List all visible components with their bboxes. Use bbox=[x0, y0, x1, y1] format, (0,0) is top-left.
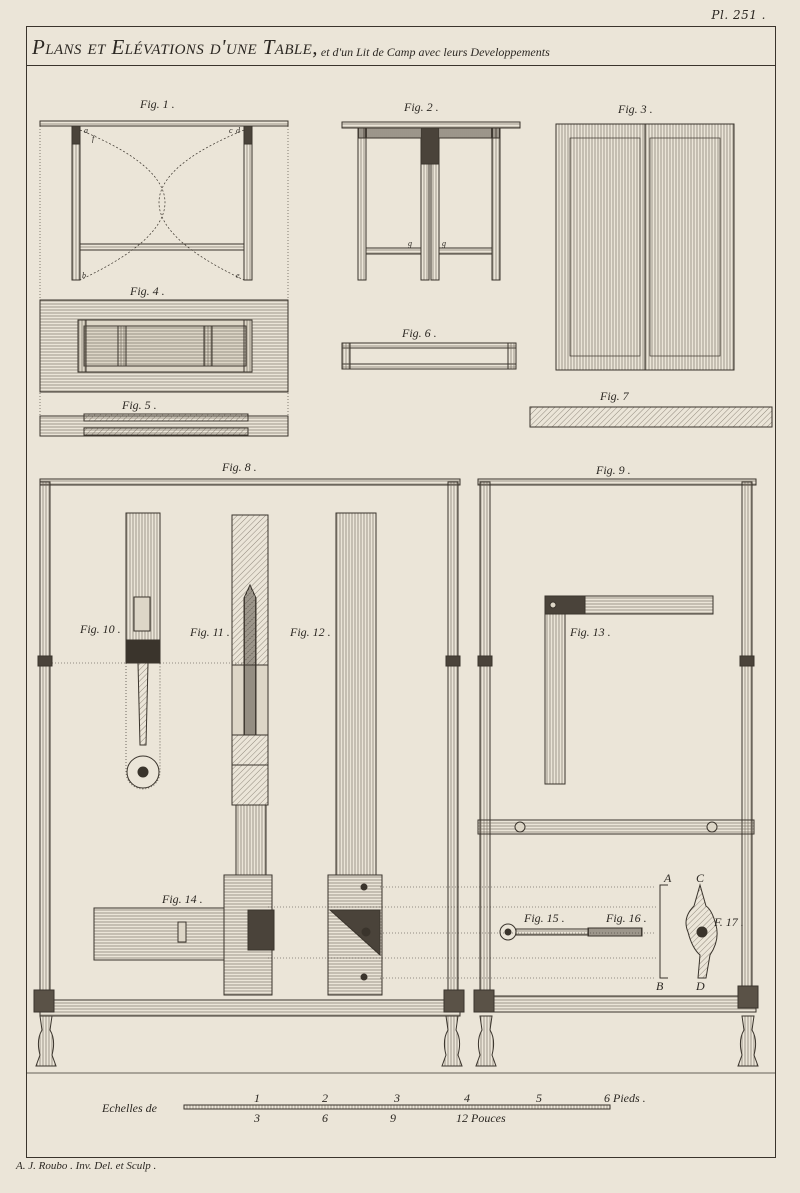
title-main: Plans et Elévations d'une Table, bbox=[32, 35, 318, 59]
plate-number: Pl. 251 . bbox=[711, 8, 766, 22]
fig-17-label: F. 17 . bbox=[713, 915, 744, 929]
fig-2-table-side bbox=[341, 121, 521, 281]
letter-A: A bbox=[663, 871, 672, 885]
scale-bar bbox=[183, 1104, 611, 1110]
letter-e: e bbox=[236, 271, 240, 280]
fig-15-label: Fig. 15 . bbox=[523, 911, 565, 925]
fig-8-camp-bed-end bbox=[33, 478, 465, 1067]
fig-17-nut bbox=[685, 883, 718, 979]
fig-13-corner-joint bbox=[544, 595, 714, 785]
fig-4-table-plan bbox=[39, 299, 289, 393]
letter-d: d bbox=[236, 126, 241, 135]
title-sub: et d'un Lit de Camp avec leurs Developpe… bbox=[320, 45, 550, 59]
letter-f: f bbox=[92, 134, 96, 143]
fig-10-post-detail bbox=[125, 512, 161, 790]
letter-a: a bbox=[84, 126, 88, 135]
letter-b: b bbox=[82, 271, 86, 280]
fig-13-label: Fig. 13 . bbox=[569, 625, 611, 639]
letter-c: c bbox=[229, 126, 233, 135]
fig-3-label: Fig. 3 . bbox=[617, 102, 653, 116]
scale-foot-3: 3 bbox=[393, 1091, 400, 1105]
letter-g-right: g bbox=[442, 239, 446, 248]
fig-9-camp-bed-side bbox=[473, 478, 759, 1067]
fig-7-board bbox=[529, 406, 773, 428]
scale-foot-1: 1 bbox=[254, 1091, 260, 1105]
plate-title: Plans et Elévations d'une Table, et d'un… bbox=[26, 28, 776, 66]
fig-1-table-elevation bbox=[39, 120, 289, 430]
fig-11-post-section bbox=[223, 514, 275, 996]
scale-label: Echelles de bbox=[101, 1101, 158, 1115]
letter-g-left: g bbox=[408, 239, 412, 248]
fig-12-label: Fig. 12 . bbox=[289, 625, 331, 639]
fig-16-key bbox=[659, 884, 668, 979]
fig-1-label: Fig. 1 . bbox=[139, 97, 175, 111]
fig-14-rail bbox=[93, 886, 656, 979]
scale-inch-3: 3 bbox=[253, 1111, 260, 1125]
fig-6-frame bbox=[341, 342, 517, 370]
fig-6-label: Fig. 6 . bbox=[401, 326, 437, 340]
fig-2-label: Fig. 2 . bbox=[403, 100, 439, 114]
scale-foot-6: 6 Pieds . bbox=[604, 1091, 646, 1105]
fig-10-label: Fig. 10 . bbox=[79, 622, 121, 636]
fig-11-label: Fig. 11 . bbox=[189, 625, 230, 639]
fig-5-section bbox=[39, 413, 289, 437]
letter-C: C bbox=[696, 871, 705, 885]
plate-frame bbox=[26, 26, 776, 1158]
fig-8-label: Fig. 8 . bbox=[221, 460, 257, 474]
fig-4-label: Fig. 4 . bbox=[129, 284, 165, 298]
engraver-credit: A. J. Roubo . Inv. Del. et Sculp . bbox=[16, 1160, 157, 1172]
fig-7-label: Fig. 7 bbox=[599, 389, 630, 403]
letter-B: B bbox=[656, 979, 664, 993]
fig-9-label: Fig. 9 . bbox=[595, 463, 631, 477]
scale-inch-12: 12 Pouces bbox=[456, 1111, 506, 1125]
letter-D: D bbox=[695, 979, 705, 993]
fig-5-label: Fig. 5 . bbox=[121, 398, 157, 412]
fig-14-label: Fig. 14 . bbox=[161, 892, 203, 906]
fig-15-bolt bbox=[499, 923, 643, 941]
fig-12-post bbox=[327, 512, 383, 996]
fig-16-label: Fig. 16 . bbox=[605, 911, 647, 925]
scale-inch-6: 6 bbox=[322, 1111, 328, 1125]
scale-foot-4: 4 bbox=[464, 1091, 470, 1105]
scale-foot-2: 2 bbox=[322, 1091, 328, 1105]
scale-inch-9: 9 bbox=[390, 1111, 396, 1125]
fig-3-table-top-plan bbox=[555, 123, 735, 371]
scale-foot-5: 5 bbox=[536, 1091, 542, 1105]
